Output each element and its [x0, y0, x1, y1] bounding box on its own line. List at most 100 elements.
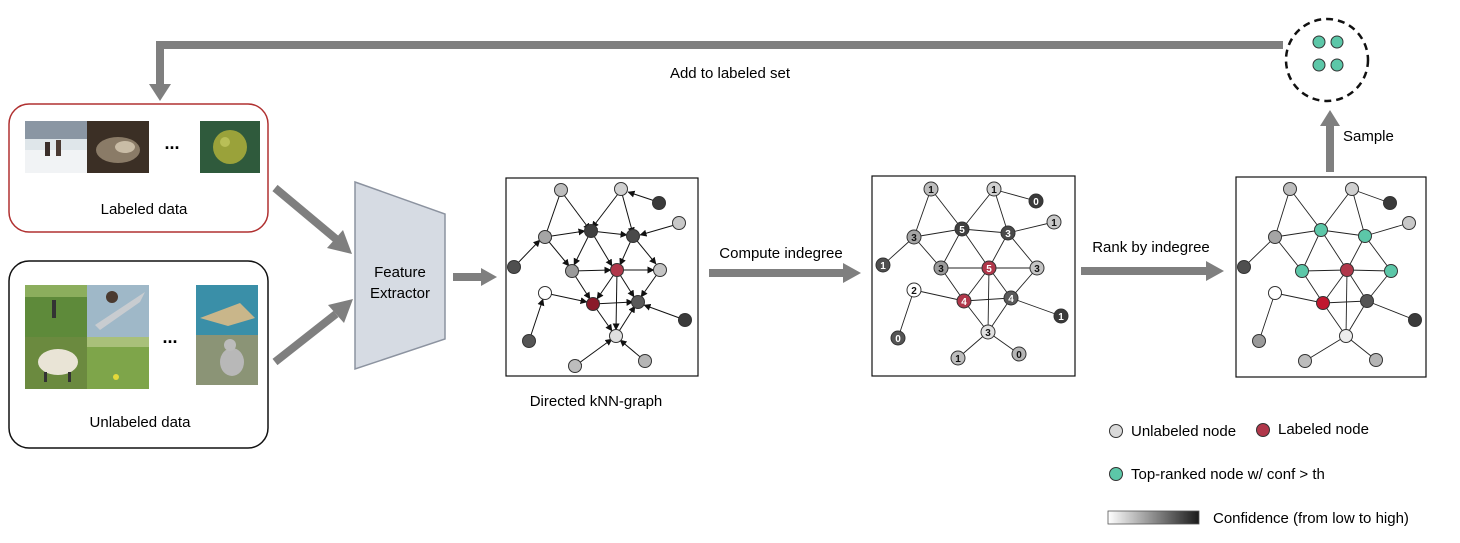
indegree-value: 1: [1051, 218, 1057, 229]
sampled-node: [1330, 35, 1344, 49]
indegree-node: [980, 324, 996, 340]
indegree-value: 0: [1033, 197, 1039, 208]
indegree-value: 3: [1034, 264, 1040, 275]
unlabeled-ellipsis: ...: [162, 327, 177, 347]
ranked-node: [1237, 260, 1251, 274]
ranked-node: [1408, 313, 1422, 327]
indegree-node: [890, 330, 906, 346]
indegree-node: [1028, 193, 1044, 209]
graph-node: [522, 334, 536, 348]
labeled-indegree-node: [981, 260, 997, 276]
legend-top-ranked-label: Top-ranked node w/ conf > th: [1131, 466, 1325, 483]
indegree-value: 1: [955, 354, 961, 365]
ranked-node: [1268, 286, 1282, 300]
legend: Unlabeled node Labeled node Top-ranked n…: [1107, 421, 1409, 527]
rank-by-indegree-arrow: [1081, 261, 1224, 281]
legend-confidence-gradient: [1107, 510, 1200, 525]
graph-node: [565, 264, 579, 278]
feature-extractor-label-line2: Extractor: [370, 285, 430, 302]
add-to-labeled-set-label: Add to labeled set: [670, 65, 791, 82]
graph-node: [609, 329, 623, 343]
top-ranked-node: [1384, 264, 1398, 278]
legend-unlabeled-swatch: [1109, 424, 1123, 438]
top-ranked-node: [1358, 229, 1372, 243]
legend-labeled-label: Labeled node: [1278, 421, 1369, 438]
indegree-value: 2: [911, 286, 917, 297]
ranked-node: [1298, 354, 1312, 368]
indegree-node: [1029, 260, 1045, 276]
arrow-labeled-to-extractor: [272, 184, 352, 254]
legend-unlabeled-label: Unlabeled node: [1131, 423, 1236, 440]
graph-node: [638, 354, 652, 368]
graph-node: [653, 263, 667, 277]
graph-node: [631, 295, 645, 309]
ranked-node: [1360, 294, 1374, 308]
unlabeled-thumbnail-grass: [25, 285, 87, 337]
indegree-value: 1: [991, 185, 997, 196]
indegree-node: [923, 181, 939, 197]
legend-labeled-swatch: [1256, 423, 1270, 437]
legend-confidence-label: Confidence (from low to high): [1213, 510, 1409, 527]
ranked-node: [1252, 334, 1266, 348]
ranked-node: [1402, 216, 1416, 230]
sampled-node: [1312, 35, 1326, 49]
indegree-value: 3: [938, 264, 944, 275]
graph-node: [507, 260, 521, 274]
labeled-thumbnail-animal: [87, 121, 149, 173]
graph-node: [678, 313, 692, 327]
indegree-value: 5: [986, 264, 992, 275]
ranked-node: [1383, 196, 1397, 210]
indegree-node: [906, 282, 922, 298]
indegree-value: 4: [961, 297, 967, 308]
ranked-node: [1369, 353, 1383, 367]
sample-label: Sample: [1343, 128, 1394, 145]
indegree-value: 0: [1016, 350, 1022, 361]
graph-node: [614, 182, 628, 196]
indegree-node: [1011, 346, 1027, 362]
labeled-thumbnail-fruit: [200, 121, 260, 173]
compute-indegree-label: Compute indegree: [719, 245, 842, 262]
unlabeled-data-box: ... Unlabeled data: [8, 260, 269, 449]
graph-node: [538, 230, 552, 244]
graph-node: [538, 286, 552, 300]
indegree-value: 1: [880, 261, 886, 272]
arrow-extractor-to-graph: [453, 268, 497, 286]
labeled-ranked-node: [1340, 263, 1354, 277]
labeled-graph-node: [610, 263, 624, 277]
indegree-node: [1053, 308, 1069, 324]
graph-node: [626, 229, 640, 243]
unlabeled-thumbnail-cat: [196, 335, 258, 385]
ranked-graph-panel: [1235, 176, 1427, 378]
legend-top-ranked-swatch: [1109, 467, 1123, 481]
top-ranked-node: [1295, 264, 1309, 278]
feedback-arrow: [149, 41, 1283, 101]
indegree-node: [906, 229, 922, 245]
compute-indegree-arrow: [709, 263, 861, 283]
indegree-value: 5: [959, 225, 965, 236]
unlabeled-thumbnail-sheep: [25, 337, 87, 389]
indegree-node: [1003, 290, 1019, 306]
indegree-graph-panel: 1 1 0 1 3 5 3 1 3 5 3 2 4 4: [871, 175, 1076, 377]
labeled-ellipsis: ...: [164, 133, 179, 153]
indegree-value: 4: [1008, 294, 1014, 305]
sampled-node: [1330, 58, 1344, 72]
indegree-node: [875, 257, 891, 273]
indegree-node: [986, 181, 1002, 197]
indegree-value: 1: [928, 185, 934, 196]
ranked-node: [1345, 182, 1359, 196]
labeled-data-label: Labeled data: [101, 201, 188, 218]
indegree-node: [954, 221, 970, 237]
labeled-data-box: ... Labeled data: [8, 103, 269, 233]
graph-node: [554, 183, 568, 197]
graph-node: [672, 216, 686, 230]
indegree-value: 1: [1058, 312, 1064, 323]
indegree-value: 0: [895, 334, 901, 345]
top-ranked-node: [1314, 223, 1328, 237]
knn-graph-panel: [505, 177, 699, 377]
unlabeled-thumbnail-field: [87, 337, 149, 389]
feature-extractor-label-line1: Feature: [374, 264, 426, 281]
indegree-node: [950, 350, 966, 366]
ranked-node: [1339, 329, 1353, 343]
indegree-value: 3: [911, 233, 917, 244]
unlabeled-thumbnail-fish: [87, 285, 149, 337]
